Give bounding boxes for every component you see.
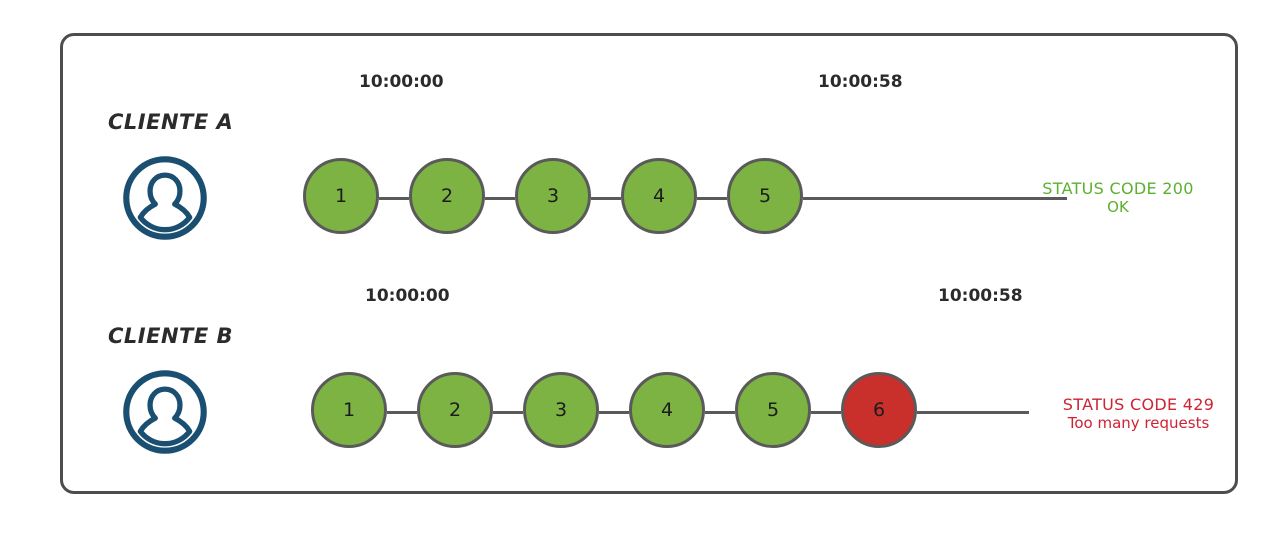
timestamp-b-end: 10:00:58	[938, 286, 1023, 306]
request-node[interactable]: 5	[727, 158, 803, 234]
status-code-b: STATUS CODE 429	[1062, 395, 1215, 414]
connector-b-3	[599, 411, 629, 414]
request-node[interactable]: 3	[515, 158, 591, 234]
status-code-a: STATUS CODE 200	[1042, 179, 1194, 198]
request-chain-b: 1 2 3 4 5 6	[311, 364, 1111, 460]
connector-b-2	[493, 411, 523, 414]
user-avatar-icon	[121, 368, 209, 456]
status-message-a: OK	[1107, 197, 1129, 216]
connector-a-tail	[803, 197, 1067, 200]
connector-b-1	[387, 411, 417, 414]
request-node[interactable]: 4	[621, 158, 697, 234]
request-node[interactable]: 2	[417, 372, 493, 448]
connector-a-2	[485, 197, 515, 200]
timestamp-a-start: 10:00:00	[359, 72, 444, 92]
connector-a-1	[379, 197, 409, 200]
connector-a-3	[591, 197, 621, 200]
status-badge-a: STATUS CODE 200 OK	[1013, 179, 1223, 217]
request-chain-a: 1 2 3 4 5	[303, 150, 1083, 246]
timestamp-a-end: 10:00:58	[818, 72, 903, 92]
client-label-a: CLIENTE A	[108, 110, 234, 134]
client-row-a: CLIENTE A 10:00:00 10:00:58 1 2 3	[63, 72, 1235, 282]
connector-b-5	[811, 411, 841, 414]
request-node[interactable]: 4	[629, 372, 705, 448]
status-badge-b: STATUS CODE 429 Too many requests	[1031, 395, 1246, 433]
request-node[interactable]: 1	[311, 372, 387, 448]
user-avatar-icon	[121, 154, 209, 242]
status-message-b: Too many requests	[1067, 413, 1210, 432]
connector-b-tail	[917, 411, 1029, 414]
timestamp-b-start: 10:00:00	[365, 286, 450, 306]
request-node[interactable]: 5	[735, 372, 811, 448]
request-node-blocked[interactable]: 6	[841, 372, 917, 448]
request-node[interactable]: 1	[303, 158, 379, 234]
client-label-b: CLIENTE B	[108, 324, 234, 348]
diagram-frame: CLIENTE A 10:00:00 10:00:58 1 2 3	[60, 33, 1238, 494]
connector-a-4	[697, 197, 727, 200]
connector-b-4	[705, 411, 735, 414]
client-row-b: CLIENTE B 10:00:00 10:00:58 1 2 3 4	[63, 286, 1235, 496]
request-node[interactable]: 3	[523, 372, 599, 448]
request-node[interactable]: 2	[409, 158, 485, 234]
